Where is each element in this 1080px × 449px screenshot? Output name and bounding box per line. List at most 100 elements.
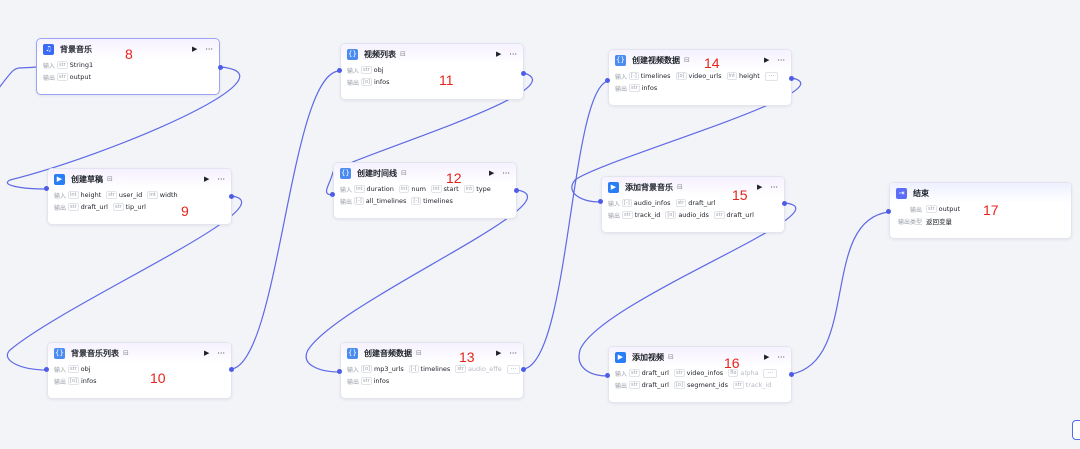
exit-icon: ⇥ bbox=[896, 187, 907, 199]
canvas-control-button[interactable] bbox=[1072, 420, 1080, 440]
input-port[interactable] bbox=[605, 78, 610, 83]
run-icon[interactable]: ▶ bbox=[488, 169, 495, 177]
more-icon[interactable]: ··· bbox=[502, 168, 510, 178]
node-header[interactable]: ▶ 创建草稿 ⊟ ▶ ··· bbox=[48, 169, 231, 189]
run-icon[interactable]: ▶ bbox=[191, 45, 198, 53]
run-icon[interactable]: ▶ bbox=[495, 50, 502, 58]
more-icon[interactable]: ··· bbox=[777, 352, 785, 362]
node-annotation-number: 8 bbox=[125, 46, 133, 62]
node-header[interactable]: {} 创建音频数据 ⊟ ▶ ··· bbox=[341, 343, 523, 363]
more-params-icon[interactable]: ··· bbox=[506, 364, 521, 374]
code-icon: {} bbox=[347, 48, 358, 60]
more-icon[interactable]: ··· bbox=[205, 44, 213, 54]
connection-edge[interactable] bbox=[231, 70, 341, 370]
input-port[interactable] bbox=[605, 373, 610, 378]
node-header[interactable]: {} 创建时间线 ⊟ ▶ ··· bbox=[334, 163, 516, 183]
node-annotation-number: 12 bbox=[446, 170, 462, 186]
node-header[interactable]: ▶ 添加背景音乐 ⊟ ▶ ··· bbox=[602, 177, 784, 197]
run-icon[interactable]: ▶ bbox=[203, 349, 210, 357]
input-port[interactable] bbox=[330, 192, 335, 197]
node-annotation-number: 11 bbox=[439, 72, 454, 88]
node-header[interactable]: {} 背景音乐列表 ⊟ ▶ ··· bbox=[48, 343, 231, 363]
output-port[interactable] bbox=[521, 71, 526, 76]
more-params-icon[interactable]: ··· bbox=[763, 368, 778, 378]
batch-icon: ⊟ bbox=[401, 169, 407, 177]
input-port[interactable] bbox=[886, 209, 891, 214]
node-title: 创建视频数据 bbox=[632, 55, 680, 65]
node-title: 添加视频 bbox=[632, 352, 664, 362]
code-icon: {} bbox=[340, 167, 351, 179]
run-icon[interactable]: ▶ bbox=[495, 349, 502, 357]
node-title: 添加背景音乐 bbox=[625, 182, 673, 192]
output-port[interactable] bbox=[229, 194, 234, 199]
input-port[interactable] bbox=[44, 367, 49, 372]
run-icon[interactable]: ▶ bbox=[203, 175, 210, 183]
batch-icon: ⊟ bbox=[684, 56, 690, 64]
node-annotation-number: 14 bbox=[704, 55, 720, 71]
output-port[interactable] bbox=[782, 201, 787, 206]
node-title: 背景音乐列表 bbox=[71, 348, 119, 358]
plugin-icon: ▶ bbox=[615, 351, 626, 363]
output-port[interactable] bbox=[521, 367, 526, 372]
batch-icon: ⊟ bbox=[416, 349, 422, 357]
batch-icon: ⊟ bbox=[677, 183, 683, 191]
run-icon[interactable]: ▶ bbox=[756, 183, 763, 191]
node-header[interactable]: {} 视频列表 ⊟ ▶ ··· bbox=[341, 44, 523, 64]
node-annotation-number: 16 bbox=[724, 355, 740, 371]
more-icon[interactable]: ··· bbox=[509, 348, 517, 358]
plugin-icon: ▶ bbox=[608, 181, 619, 193]
more-icon[interactable]: ··· bbox=[777, 55, 785, 65]
node-title: 视频列表 bbox=[364, 49, 396, 59]
node-annotation-number: 17 bbox=[983, 202, 999, 218]
node-create-audio-data[interactable]: {} 创建音频数据 ⊟ ▶ ··· 输入 [o]mp3_urls [-]time… bbox=[340, 342, 524, 399]
node-header[interactable]: {} 创建视频数据 ⊟ ▶ ··· bbox=[609, 50, 791, 70]
more-icon[interactable]: ··· bbox=[770, 182, 778, 192]
node-title: 创建草稿 bbox=[71, 174, 103, 184]
input-port[interactable] bbox=[598, 199, 603, 204]
run-icon[interactable]: ▶ bbox=[763, 56, 770, 64]
node-header[interactable]: ⇥ 结束 bbox=[890, 183, 1071, 203]
connection-edge[interactable] bbox=[791, 211, 890, 375]
connection-edge[interactable] bbox=[523, 80, 609, 370]
input-port[interactable] bbox=[44, 186, 49, 191]
input-port[interactable] bbox=[337, 68, 342, 73]
output-port[interactable] bbox=[218, 65, 223, 70]
node-annotation-number: 10 bbox=[150, 370, 166, 386]
input-port[interactable] bbox=[337, 369, 342, 374]
run-icon[interactable]: ▶ bbox=[763, 353, 770, 361]
connection-edge[interactable] bbox=[0, 66, 37, 100]
batch-icon: ⊟ bbox=[107, 175, 113, 183]
output-port[interactable] bbox=[789, 76, 794, 81]
more-icon[interactable]: ··· bbox=[217, 174, 225, 184]
node-header[interactable]: ▶ 添加视频 ⊟ ▶ ··· bbox=[609, 347, 791, 367]
node-header[interactable]: ♫ 背景音乐 ▶ ··· bbox=[37, 39, 219, 59]
more-icon[interactable]: ··· bbox=[509, 49, 517, 59]
output-port[interactable] bbox=[229, 367, 234, 372]
output-port[interactable] bbox=[514, 188, 519, 193]
music-icon: ♫ bbox=[43, 43, 54, 55]
more-icon[interactable]: ··· bbox=[217, 348, 225, 358]
more-params-icon[interactable]: ··· bbox=[764, 71, 779, 81]
batch-icon: ⊟ bbox=[400, 50, 406, 58]
node-create-video-data[interactable]: {} 创建视频数据 ⊟ ▶ ··· 输入 [-]timelines [o]vid… bbox=[608, 49, 792, 106]
output-port[interactable] bbox=[789, 372, 794, 377]
